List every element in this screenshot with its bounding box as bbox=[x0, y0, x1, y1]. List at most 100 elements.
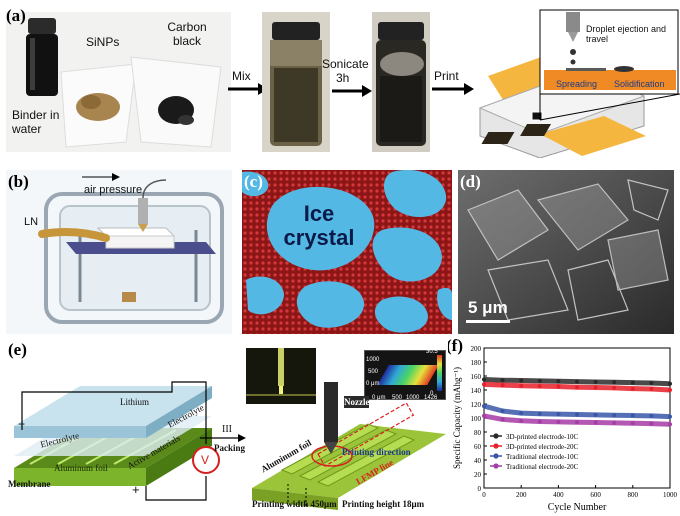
x-tick-label: 200 bbox=[516, 491, 527, 499]
series-0-point bbox=[612, 380, 617, 385]
x-tick-label: 800 bbox=[628, 491, 639, 499]
series-2-point bbox=[612, 413, 617, 418]
inset-colorbar-top: 30.5 bbox=[426, 349, 438, 355]
y-tick-label: 100 bbox=[471, 415, 482, 423]
series-0-point bbox=[519, 378, 524, 383]
sinps-label: SiNPs bbox=[86, 35, 120, 49]
binder-label: Binder in water bbox=[12, 108, 60, 136]
panel-e: (e) bbox=[0, 338, 448, 516]
panel-d: (d) 5 μm bbox=[458, 170, 674, 334]
freeze-printer-drawing bbox=[38, 179, 224, 324]
print-arrow bbox=[432, 83, 474, 95]
x-axis-label: Cycle Number bbox=[548, 502, 607, 513]
series-2-point bbox=[593, 412, 598, 417]
series-2-point bbox=[500, 409, 505, 413]
series-3-point bbox=[575, 420, 579, 425]
inset-y-tick-1: 500 bbox=[368, 369, 379, 375]
lithium-label: Lithium bbox=[120, 397, 149, 407]
series-1-point bbox=[612, 385, 617, 390]
y-tick-label: 60 bbox=[474, 443, 482, 451]
battery-drawing bbox=[14, 381, 446, 510]
panel-b: (b) air pressure LN bbox=[6, 170, 232, 334]
roman-label: III bbox=[222, 424, 232, 435]
mixed-vial-drawing bbox=[270, 22, 322, 146]
series-0-point bbox=[556, 379, 561, 384]
minus-sign: − bbox=[18, 417, 26, 431]
legend-entry-0: 3D-printed electrode-10C bbox=[506, 433, 578, 441]
air-pressure-label: air pressure bbox=[84, 184, 143, 196]
series-3-point bbox=[593, 420, 598, 425]
y-axis-label: Specific Capacity (mAhg⁻¹) bbox=[452, 367, 462, 469]
y-tick-label: 120 bbox=[471, 401, 482, 409]
series-2-point bbox=[537, 411, 542, 416]
series-1-point bbox=[500, 383, 505, 388]
series-1-point bbox=[630, 386, 635, 391]
series-0-point bbox=[668, 381, 672, 386]
panel-e-label: (e) bbox=[8, 340, 27, 359]
x-tick-label: 400 bbox=[553, 491, 564, 499]
series-0-point bbox=[482, 377, 486, 382]
sonicated-vial-photo bbox=[372, 12, 430, 152]
carbon-label: Carbon black bbox=[167, 20, 207, 48]
membrane-label: Membrane bbox=[8, 479, 51, 489]
series-0-point bbox=[537, 378, 542, 383]
panel-d-label: (d) bbox=[460, 172, 481, 191]
legend-entry-3: Traditional electrode-20C bbox=[506, 463, 579, 471]
y-tick-label: 80 bbox=[474, 429, 482, 437]
series-2-point bbox=[519, 411, 524, 416]
inset-x-tick-0: 0 μm bbox=[372, 395, 386, 401]
printing-width-label: Printing width 450μm bbox=[252, 499, 337, 509]
y-tick-label: 140 bbox=[471, 387, 482, 395]
series-3-point bbox=[556, 419, 561, 424]
series-0-point bbox=[500, 378, 505, 383]
panel-c: (c) Ice crystal bbox=[242, 170, 452, 334]
ice-crystal-label: Ice crystal bbox=[283, 201, 355, 250]
sonicate-arrow bbox=[332, 85, 372, 97]
sonicate-label: Sonicate bbox=[322, 57, 369, 71]
y-tick-label: 180 bbox=[471, 359, 482, 367]
series-1-point bbox=[537, 384, 542, 389]
solidification-label: Solidification bbox=[614, 79, 665, 89]
x-tick-label: 0 bbox=[482, 491, 486, 499]
air-pressure-arrow bbox=[82, 173, 120, 181]
materials-drawing bbox=[26, 18, 222, 148]
series-0-point bbox=[630, 380, 635, 385]
series-3-point bbox=[668, 422, 672, 427]
plus-sign: + bbox=[132, 482, 140, 497]
materials-photo bbox=[6, 12, 231, 152]
series-3-point bbox=[630, 421, 635, 426]
printer-illustration bbox=[474, 8, 680, 158]
panel-a-label: (a) bbox=[6, 6, 26, 25]
aluminum-foil-left-label: Aluminum foil bbox=[54, 463, 108, 473]
series-3-point bbox=[500, 417, 505, 422]
series-2-point bbox=[668, 414, 672, 419]
panel-f: (f) 020406080100120140160180200020040060… bbox=[448, 338, 680, 516]
profile-heatmap bbox=[364, 350, 446, 400]
series-2-point bbox=[482, 404, 486, 409]
legend-entry-1: 3D-printed electrode-20C bbox=[506, 443, 578, 451]
series-1-point bbox=[482, 382, 486, 387]
mix-label: Mix bbox=[232, 69, 251, 83]
inset-y-tick-2: 0 μm bbox=[366, 381, 380, 387]
series-3-point bbox=[649, 421, 654, 426]
packing-label: Packing bbox=[214, 443, 246, 453]
series-3-point bbox=[482, 413, 486, 418]
print-label: Print bbox=[434, 69, 459, 83]
legend-marker-2 bbox=[493, 453, 499, 459]
y-tick-label: 200 bbox=[471, 345, 482, 353]
series-1-point bbox=[593, 385, 598, 390]
series-1-point bbox=[556, 384, 561, 389]
series-1-point bbox=[668, 388, 672, 392]
legend-marker-3 bbox=[493, 463, 499, 469]
scale-bar-label: 5 μm bbox=[468, 298, 508, 317]
panel-f-label: (f) bbox=[448, 338, 463, 355]
mixed-vial-photo bbox=[262, 12, 330, 152]
voltmeter-label: V bbox=[201, 453, 210, 467]
inset-colorbar-bottom: 0 bbox=[430, 391, 434, 397]
panel-b-label: (b) bbox=[8, 172, 29, 191]
panel-c-label: (c) bbox=[244, 172, 263, 191]
series-1-point bbox=[575, 385, 579, 390]
printing-height-label: Printing height 18μm bbox=[342, 499, 425, 509]
series-1-point bbox=[519, 383, 524, 388]
series-3-point bbox=[537, 419, 542, 424]
